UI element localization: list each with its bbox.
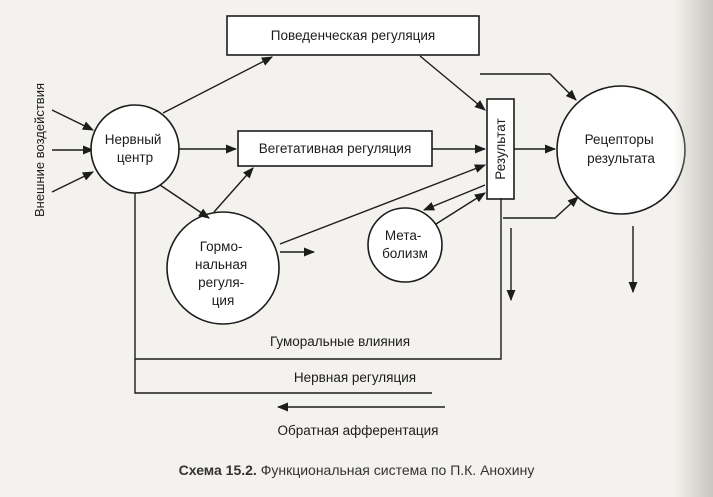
humoral-influences-line bbox=[134, 193, 502, 360]
nerve-center-label: Нервный центр bbox=[105, 132, 165, 165]
arrow-nerve-to-hormonal bbox=[159, 184, 210, 219]
nerve-center-node bbox=[90, 104, 180, 194]
arrow-hormonal-to-result bbox=[279, 164, 487, 245]
external-input-arrow bbox=[51, 109, 95, 131]
metabolism-label: Мета- болизм bbox=[382, 228, 428, 261]
nervous-regulation-line bbox=[134, 359, 432, 394]
result-receptors-node bbox=[556, 85, 686, 215]
feedback-afferentation-label: Обратная афферентация bbox=[278, 423, 439, 438]
arrow-top-to-receptors bbox=[480, 73, 577, 101]
arrow-metabolism-to-result bbox=[435, 192, 486, 225]
caption-text: Функциональная система по П.К. Анохину bbox=[260, 462, 535, 478]
behavioral-regulation-label: Поведенческая регуляция bbox=[271, 28, 436, 43]
hormonal-regulation-node bbox=[166, 211, 280, 325]
vegetative-regulation-label: Вегетативная регуляция bbox=[259, 141, 412, 156]
figure-caption: Схема 15.2. Функциональная система по П.… bbox=[0, 462, 713, 478]
vegetative-regulation-box bbox=[237, 130, 433, 167]
arrow-nerve-to-behavioral bbox=[162, 56, 273, 114]
arrow-bottom-to-receptors bbox=[503, 196, 579, 219]
page-edge-shadow bbox=[673, 0, 713, 497]
result-receptors-label: Рецепторы результата bbox=[585, 132, 658, 166]
arrow-hormonal-to-vegetative bbox=[213, 167, 254, 213]
hormonal-regulation-label: Гормо- нальная регуля- ция bbox=[195, 239, 251, 308]
metabolism-node bbox=[367, 207, 443, 283]
arrow-behavioral-to-result bbox=[419, 55, 486, 111]
result-label: Результат bbox=[493, 118, 508, 179]
humoral-influences-label: Гуморальные влияния bbox=[270, 334, 410, 349]
arrow-result-to-metabolism bbox=[422, 184, 486, 211]
external-input-arrow bbox=[51, 171, 95, 193]
caption-number: Схема 15.2. bbox=[178, 462, 257, 478]
external-inputs-label: Внешние воздействия bbox=[32, 83, 47, 217]
nervous-regulation-label: Нервная регуляция bbox=[294, 370, 416, 385]
behavioral-regulation-box bbox=[226, 15, 480, 56]
